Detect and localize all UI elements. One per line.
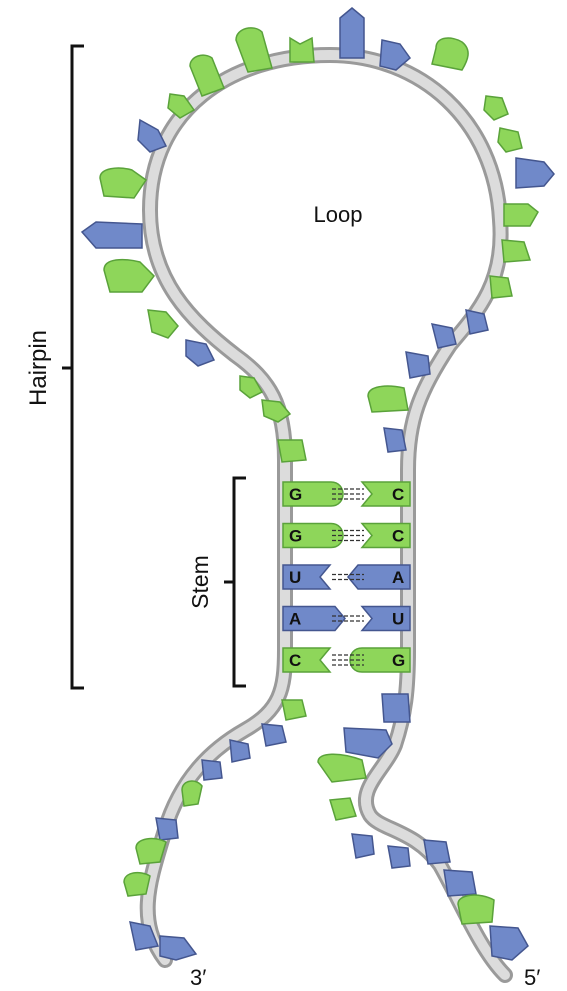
nucleotide (388, 846, 410, 868)
nucleotide (156, 818, 178, 840)
nucleotide (384, 428, 406, 452)
nucleotide (318, 754, 366, 782)
nucleotide (100, 168, 146, 198)
nucleotide (504, 204, 538, 226)
stem-label: Stem (187, 555, 213, 609)
hairpin-bracket (62, 46, 84, 688)
nucleotide (424, 840, 450, 864)
nucleotide (490, 276, 512, 298)
nucleotide (124, 873, 150, 896)
tail-nucleotides (124, 694, 528, 960)
base-letter-right: C (392, 485, 404, 504)
nucleotide (406, 352, 430, 378)
base-letter-left: U (289, 568, 301, 587)
nucleotide (484, 96, 508, 120)
base-letter-right: C (392, 527, 404, 546)
loop-label: Loop (314, 202, 363, 227)
stem-bracket (224, 478, 246, 686)
nucleotide (516, 158, 554, 188)
nucleotide (458, 895, 494, 924)
base-letter-left: G (289, 485, 302, 504)
rna-backbone (148, 55, 505, 975)
five-prime-end-label: 5′ (524, 965, 540, 990)
nucleotide (432, 38, 468, 70)
nucleotide (432, 324, 456, 348)
nucleotide (82, 222, 142, 248)
nucleotide (104, 260, 154, 292)
base-letter-left: G (289, 527, 302, 546)
nucleotide (202, 760, 222, 780)
nucleotide (340, 8, 364, 58)
nucleotide (490, 926, 528, 960)
base-letter-right: G (392, 651, 405, 670)
hairpin-label: Hairpin (25, 330, 52, 406)
nucleotide (262, 724, 286, 746)
nucleotide (368, 386, 408, 412)
nucleotide (502, 240, 530, 262)
nucleotide (498, 128, 522, 152)
nucleotide (444, 870, 476, 896)
three-prime-end-label: 3′ (190, 965, 206, 990)
base-letter-left: C (289, 651, 301, 670)
nucleotide (160, 936, 196, 960)
nucleotide (352, 834, 374, 858)
nucleotide (278, 440, 306, 462)
nucleotide (182, 781, 202, 806)
nucleotide (148, 310, 178, 338)
nucleotide (138, 120, 166, 152)
nucleotide (282, 700, 306, 720)
base-letter-right: A (392, 568, 404, 587)
nucleotide (382, 694, 410, 722)
nucleotide (330, 798, 356, 820)
nucleotide (190, 55, 224, 96)
nucleotide (230, 740, 250, 762)
base-letter-right: U (392, 610, 404, 629)
base-letter-left: A (289, 610, 301, 629)
nucleotide (290, 38, 314, 62)
